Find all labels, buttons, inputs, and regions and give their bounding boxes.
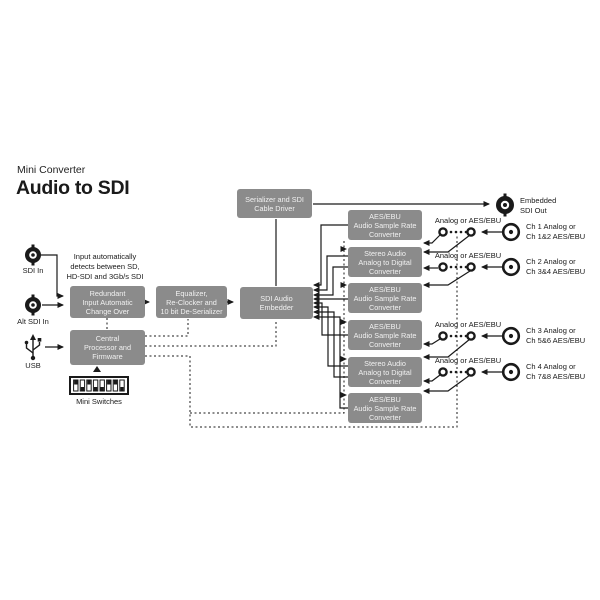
block-converter-4: AES/EBU Audio Sample Rate Converter <box>348 320 422 350</box>
line-conv6-to-embedder <box>313 314 348 409</box>
line-conv1-to-embedder <box>313 224 348 288</box>
alt-sdi-in-icon <box>25 294 41 316</box>
control-lines <box>106 236 458 428</box>
line-sw2-to-conv3 <box>423 270 471 288</box>
block-converter-3: AES/EBU Audio Sample Rate Converter <box>348 283 422 313</box>
block-converter-2: Stereo Audio Analog to Digital Converter <box>348 247 422 277</box>
ch2-connector-icon <box>501 257 521 277</box>
channel-3-label: Ch 3 Analog or Ch 5&6 AES/EBU <box>526 326 586 345</box>
mini-switches-icon <box>69 366 129 395</box>
block-converter-6: AES/EBU Audio Sample Rate Converter <box>348 393 422 423</box>
switch-ch4-icon <box>438 367 476 377</box>
channel-1-label: Ch 1 Analog or Ch 1&2 AES/EBU <box>526 222 586 241</box>
switch-ch3-icon <box>438 331 476 341</box>
ch4-connector-icon <box>501 362 521 382</box>
line-sw3-to-conv4 <box>423 338 441 347</box>
ctl-processor-equalizer <box>145 319 189 337</box>
ch3-connector-icon <box>501 326 521 346</box>
auto-detect-note: Input automatically detects between SD, … <box>66 252 144 281</box>
channel-connectors <box>501 222 521 382</box>
ctl-processor-switches <box>145 236 458 428</box>
block-sdi-audio-embedder: SDI Audio Embedder <box>240 287 313 319</box>
line-sw1-to-conv1 <box>423 234 441 246</box>
switch-ch1-icon <box>438 227 476 237</box>
ctl-processor-embedder <box>145 320 277 347</box>
block-central-processor: Central Processor and Firmware <box>70 330 145 365</box>
embedded-sdi-out-label: Embedded SDI Out <box>520 196 557 215</box>
block-redundant-changeover: Redundant Input Automatic Change Over <box>70 286 145 318</box>
block-converter-1: AES/EBU Audio Sample Rate Converter <box>348 210 422 240</box>
block-equalizer-deserializer: Equalizer, Re-Clocker and 10 bit De-Seri… <box>156 286 227 318</box>
line-sdiin-to-redundant <box>41 254 64 299</box>
model-title: Audio to SDI <box>16 177 130 199</box>
switch-ch2-label: Analog or AES/EBU <box>434 251 502 260</box>
line-conv4-to-embedder <box>313 300 348 336</box>
line-conv5a-to-embedder <box>313 304 348 367</box>
usb-icon <box>24 334 42 361</box>
sdi-in-label: SDI In <box>22 266 44 275</box>
switch-ch2-icon <box>438 262 476 272</box>
ctl-processor-converter-bus <box>190 240 345 414</box>
line-conv2b-to-embedder <box>313 266 348 298</box>
switch-ch4-label: Analog or AES/EBU <box>434 356 502 365</box>
alt-sdi-in-label: Alt SDI In <box>17 317 49 326</box>
signal-lines <box>41 201 502 409</box>
ch1-connector-icon <box>501 222 521 242</box>
channel-2-label: Ch 2 Analog or Ch 3&4 AES/EBU <box>526 257 586 276</box>
select-switches <box>438 227 476 377</box>
sdi-in-icon <box>25 244 41 266</box>
channel-4-label: Ch 4 Analog or Ch 7&8 AES/EBU <box>526 362 586 381</box>
line-sw4-to-conv6 <box>423 374 471 394</box>
product-title: Mini Converter <box>17 164 86 176</box>
block-serializer: Serializer and SDI Cable Driver <box>237 189 312 218</box>
embedded-sdi-out-icon <box>496 193 514 217</box>
line-sw1-to-conv2 <box>423 234 471 255</box>
line-sw3-to-conv5 <box>423 338 471 360</box>
block-converter-5: Stereo Audio Analog to Digital Converter <box>348 357 422 387</box>
line-conv5b-to-embedder <box>313 309 348 378</box>
mini-switches-label: Mini Switches <box>76 397 122 406</box>
usb-label: USB <box>25 361 41 370</box>
switch-ch3-label: Analog or AES/EBU <box>434 320 502 329</box>
switch-ch1-label: Analog or AES/EBU <box>434 216 502 225</box>
line-conv2a-to-embedder <box>313 255 348 293</box>
line-sw4-to-conv5 <box>423 374 441 384</box>
